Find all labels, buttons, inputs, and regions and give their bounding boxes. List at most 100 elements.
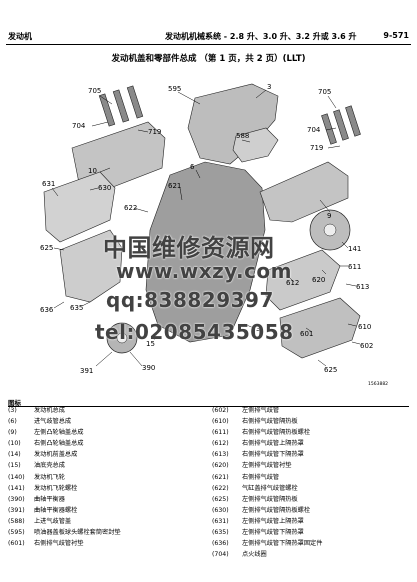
callout-label: 391	[80, 367, 93, 375]
callout-label: 612	[286, 279, 299, 287]
callout-label: 705	[318, 88, 331, 96]
right-shield-shape	[279, 297, 361, 359]
legend-item-number: (14)	[8, 451, 21, 459]
callout-label: 621	[168, 182, 181, 190]
callout-label: 9	[327, 212, 331, 220]
watermark-line-1: 中国维修资源网	[103, 234, 275, 262]
legend-item-text: 左侧排气歧管隔热板	[242, 495, 298, 503]
legend-item: (613)右侧排气歧管下隔热罩	[212, 449, 412, 460]
legend-item-text: 发动机前盖总成	[34, 451, 78, 459]
callout-label: 390	[142, 364, 155, 372]
legend-item-text: 发动机飞轮	[34, 473, 65, 481]
legend-item-number: (636)	[212, 540, 229, 548]
legend-item: (391) 曲轴平衡器螺栓	[8, 505, 198, 516]
watermark-line-2: www.wxzy.com	[116, 259, 292, 283]
watermark-line-3: qq:838829397	[106, 288, 274, 312]
callout-label: 610	[358, 323, 371, 331]
legend-item-number: (630)	[212, 506, 229, 514]
legend-item: (704) 点火线圈	[212, 549, 412, 560]
legend-item-text: 左侧排气歧管衬垫	[242, 462, 292, 470]
callout-label: 588	[236, 132, 249, 140]
legend-rule	[8, 406, 409, 407]
callout-label: 613	[356, 283, 369, 291]
legend-item-number: (9)	[8, 429, 17, 437]
legend-item: (601) 右侧排气歧管衬垫	[8, 538, 198, 549]
callout-label: 611	[348, 263, 361, 271]
page-number: 9-571	[383, 31, 409, 40]
legend-item-number: (635)	[212, 529, 229, 537]
legend-item: (636) 左侧排气歧管下隔热罩固定件	[212, 538, 412, 549]
legend-item-text: 右侧凸轮轴盖总成	[34, 440, 84, 448]
legend-item: (14) 发动机前盖总成	[8, 449, 198, 460]
legend-item: (6) 进气歧管总成	[8, 416, 198, 427]
legend-item: (611) 右侧排气歧管隔热板螺栓	[212, 427, 412, 438]
left-lower-shield-shape	[59, 229, 123, 303]
legend-item: (3) 发动机总成	[8, 405, 198, 416]
legend-item: (610)右侧排气歧管隔热板	[212, 416, 412, 427]
callout-label: 631	[42, 180, 55, 188]
legend-title: 图标	[8, 399, 21, 407]
legend-right-column: (602)左侧排气歧管(610)右侧排气歧管隔热板(611)右侧排气歧管隔热板螺…	[212, 405, 412, 560]
legend-item-number: (588)	[8, 517, 25, 525]
page-title: 发动机盖和零部件总成 （第 1 页，共 2 页）(LLT)	[111, 54, 306, 64]
legend-item-text: 上进气歧管盖	[34, 517, 72, 525]
legend-item-number: (3)	[8, 407, 17, 414]
callout-label: 630	[98, 184, 111, 192]
header-rule	[6, 44, 411, 45]
legend-item: (612) 右侧排气歧管上隔热罩	[212, 438, 412, 449]
legend-item-number: (601)	[8, 540, 25, 548]
legend-item-text: 左侧排气歧管下隔热罩固定件	[242, 540, 323, 548]
legend-item-text: 曲轴平衡器	[34, 495, 65, 503]
legend-item-text: 右侧排气歧管下隔热罩	[242, 451, 304, 459]
page-header: 发动机 发动机机械系统 - 2.8 升、3.0 升、3.2 升或 3.6 升 9…	[0, 0, 417, 45]
section-subtitle: 发动机机械系统 - 2.8 升、3.0 升、3.2 升或 3.6 升	[165, 32, 357, 41]
callout-label: 10	[88, 167, 97, 175]
legend-item-text: 曲轴平衡器螺栓	[34, 506, 78, 514]
callout-label: 719	[148, 128, 161, 136]
legend-item-number: (10)	[8, 440, 21, 448]
legend-item-text: 左侧排气歧管隔热板螺栓	[242, 506, 311, 514]
legend-item-number: (391)	[8, 506, 25, 514]
legend-item-number: (141)	[8, 484, 25, 492]
legend-left-column: (3) 发动机总成 (6) 进气歧管总成(9)左侧凸轮轴盖总成 (10) 右侧凸轮轴盖总成…	[8, 405, 198, 549]
legend-item-number: (595)	[8, 529, 25, 537]
legend-item: (621)右侧排气歧管	[212, 472, 412, 483]
legend-item-number: (625)	[212, 495, 229, 503]
callout-label: 3	[267, 83, 271, 91]
legend-item-text: 右侧排气歧管	[242, 473, 280, 481]
callout-label: 602	[360, 342, 373, 350]
legend-item: (631)左侧排气歧管上隔热罩	[212, 516, 412, 527]
legend-item-number: (390)	[8, 495, 25, 503]
engine-exploded-drawing: 705 595 3 704 719 588 705 704 719 10 631…	[40, 83, 373, 375]
legend-item-text: 右侧排气歧管隔热板螺栓	[242, 429, 311, 437]
legend-item: (588) 上进气歧管盖	[8, 516, 198, 527]
legend-item-text: 发动机飞轮螺栓	[34, 484, 78, 492]
legend-item: (390) 曲轴平衡器	[8, 494, 198, 505]
legend-item-text: 左侧排气歧管	[242, 407, 280, 414]
legend-item: (620)左侧排气歧管衬垫	[212, 460, 412, 471]
legend-item-text: 左侧排气歧管下隔热罩	[242, 529, 304, 537]
exploded-view-figure: 705 595 3 704 719 588 705 704 719 10 631…	[30, 70, 390, 393]
legend-item-text: 点火线圈	[242, 551, 267, 559]
legend-item-number: (612)	[212, 440, 229, 448]
legend-item-text: 右侧排气歧管上隔热罩	[242, 440, 304, 448]
legend-item: (595)喷油器盖板球头螺栓套筒密封垫	[8, 527, 198, 538]
legend-item: (15)油底壳总成	[8, 460, 198, 471]
callout-label: 15	[146, 340, 155, 348]
legend-item: (625) 左侧排气歧管隔热板	[212, 494, 412, 505]
legend-item-number: (610)	[212, 418, 229, 426]
legend-item: (622)气缸盖排气歧管螺栓	[212, 483, 412, 494]
legend-item: (9)左侧凸轮轴盖总成	[8, 427, 198, 438]
legend-item-number: (611)	[212, 429, 229, 437]
callout-label: 620	[312, 276, 325, 284]
legend-item-text: 左侧排气歧管上隔热罩	[242, 517, 304, 525]
legend-item-text: 发动机总成	[34, 407, 65, 414]
legend-item-text: 进气歧管总成	[34, 418, 72, 426]
legend-item-number: (6)	[8, 418, 17, 426]
figure-code: 1563882	[368, 382, 389, 387]
legend-item: (141) 发动机飞轮螺栓	[8, 483, 198, 494]
legend-item-number: (704)	[212, 551, 229, 559]
right-ignition-coils	[321, 105, 361, 145]
legend-item-text: 右侧排气歧管衬垫	[34, 540, 84, 548]
legend-item: (630) 左侧排气歧管隔热板螺栓	[212, 505, 412, 516]
